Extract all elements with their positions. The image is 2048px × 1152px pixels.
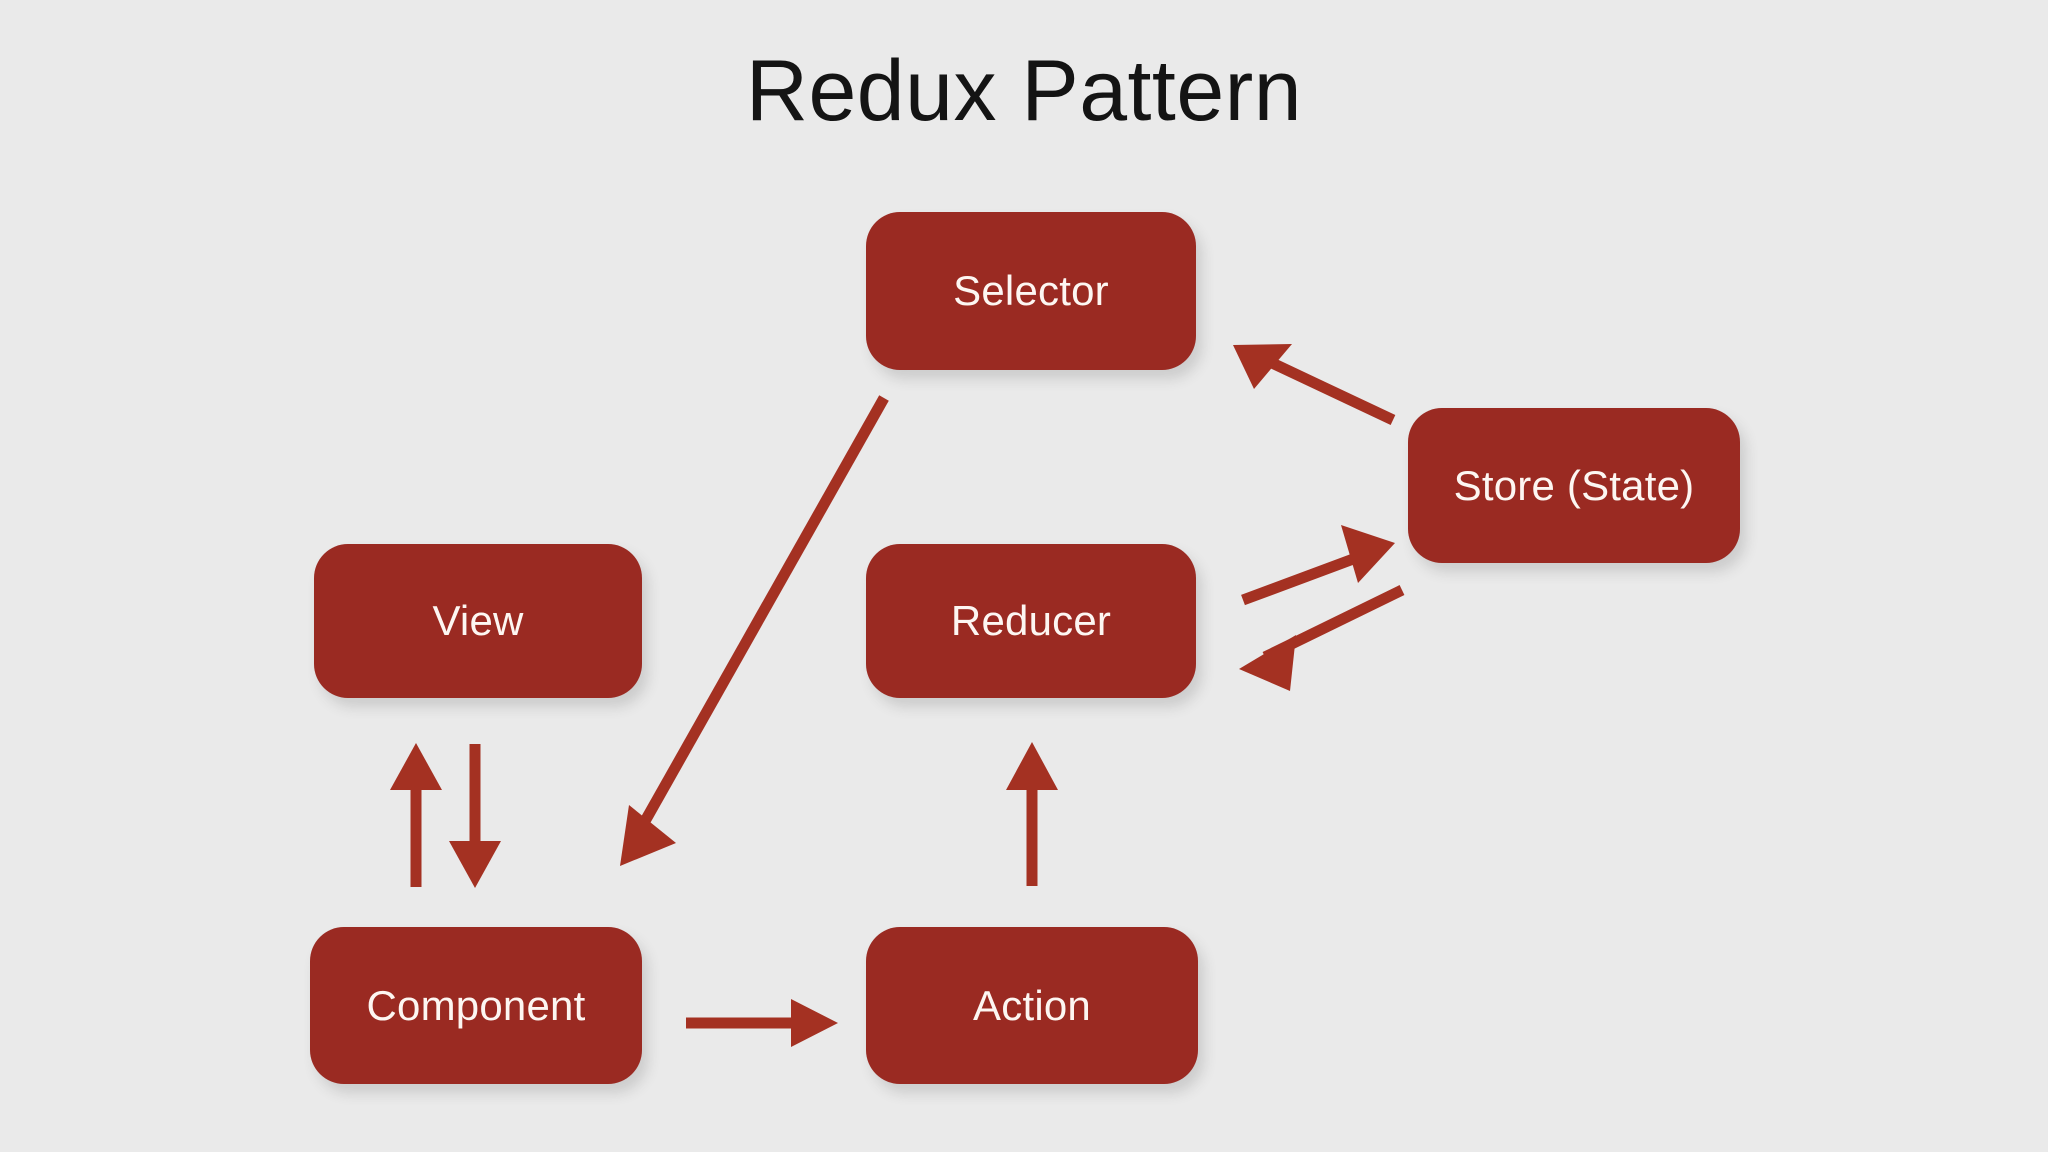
edge-store-to-selector [1233, 344, 1396, 425]
node-selector-label: Selector [953, 267, 1109, 314]
edge-reducer-to-store [1241, 525, 1395, 606]
edge-selector-to-component [620, 395, 889, 866]
edge-view-to-component [449, 744, 501, 888]
edge-component-to-view [390, 743, 442, 887]
node-reducer[interactable]: Reducer [866, 544, 1196, 698]
node-action-label: Action [973, 981, 1091, 1029]
node-component[interactable]: Component [310, 927, 642, 1084]
node-action[interactable]: Action [866, 927, 1198, 1084]
edge-store-to-reducer [1239, 585, 1405, 691]
node-selector[interactable]: Selector [866, 212, 1196, 370]
edge-component-to-action [686, 999, 838, 1047]
edge-action-to-reducer [1006, 742, 1058, 886]
node-view[interactable]: View [314, 544, 642, 698]
node-store-label: Store (State) [1453, 461, 1695, 509]
node-component-label: Component [366, 981, 586, 1029]
page-title: Redux Pattern [745, 43, 1303, 139]
node-reducer-label: Reducer [950, 597, 1112, 644]
node-view-label: View [432, 597, 524, 644]
node-store[interactable]: Store (State) [1408, 408, 1740, 563]
